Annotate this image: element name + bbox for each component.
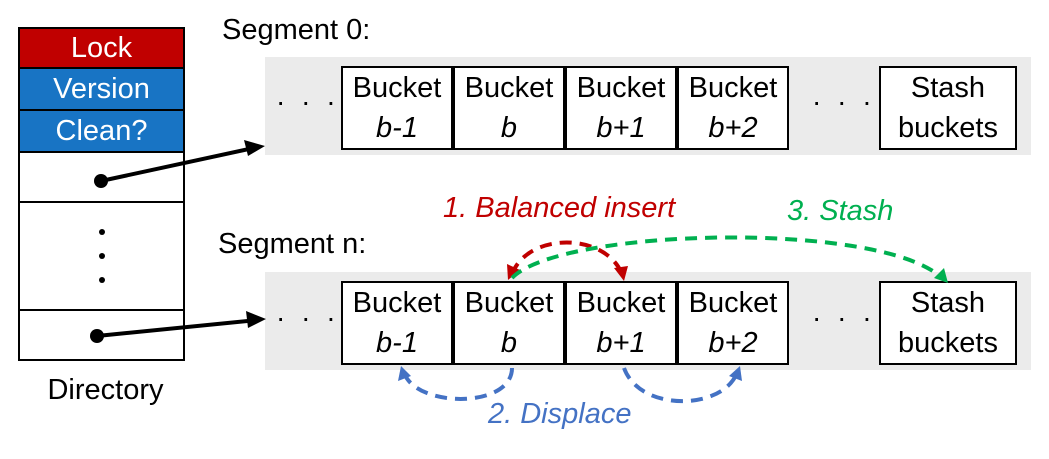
bucket-index: b <box>500 112 518 144</box>
pointer-arrow-segment-0 <box>100 145 259 183</box>
bucket-label: Bucket <box>688 287 778 319</box>
bucket-index: b-1 <box>376 112 418 144</box>
bucket-label: Bucket <box>352 287 442 319</box>
pointer-arrow-segment-n <box>96 318 259 338</box>
directory-lock-field: Lock <box>18 27 185 69</box>
clean-label: Clean? <box>55 114 148 147</box>
directory-label: Directory <box>47 374 164 406</box>
balanced-insert-arrowhead-right <box>614 266 628 281</box>
bucket-label: Bucket <box>688 72 778 104</box>
segment-n-bucket-b+1: Bucket b+1 <box>565 281 677 365</box>
pointer-arrowhead-segment-0 <box>244 140 265 156</box>
directory-entry-0 <box>18 153 185 203</box>
stash-sublabel: buckets <box>898 112 998 144</box>
segment-0-stash-buckets: Stash buckets <box>879 66 1017 150</box>
segment-0-bucket-b+1: Bucket b+1 <box>565 66 677 150</box>
directory-entry-n <box>18 311 185 361</box>
stash-arrowhead <box>934 268 948 283</box>
bucket-index: b+2 <box>708 327 758 359</box>
segment-n-stash-buckets: Stash buckets <box>879 281 1017 365</box>
displace-arrowhead-left <box>398 366 411 381</box>
stash-arrow <box>510 235 944 280</box>
segment-0-ellipsis-right: · · · <box>812 86 876 117</box>
stash-label: Stash <box>910 72 986 104</box>
stash-sublabel: buckets <box>898 327 998 359</box>
stash-label: Stash <box>910 287 986 319</box>
bucket-index: b+2 <box>708 112 758 144</box>
directory-middle-entries <box>18 203 185 311</box>
segment-0-ellipsis-left: · · · <box>276 86 340 117</box>
displace-arrowhead-right <box>729 366 742 381</box>
displace-annotation: 2. Displace <box>488 398 632 430</box>
balanced-insert-arrowhead-left <box>507 264 520 280</box>
bucket-label: Bucket <box>464 72 554 104</box>
displace-arrow-right <box>622 367 738 404</box>
segment-0-bucket-b+2: Bucket b+2 <box>677 66 789 150</box>
segment-n-ellipsis-right: · · · <box>812 302 876 333</box>
bucket-label: Bucket <box>352 72 442 104</box>
version-label: Version <box>53 72 150 105</box>
bucket-label: Bucket <box>576 72 666 104</box>
balanced-insert-arrow <box>510 240 624 275</box>
segment-n-title: Segment n: <box>218 228 367 260</box>
segment-n-bucket-b+2: Bucket b+2 <box>677 281 789 365</box>
stash-annotation: 3. Stash <box>787 195 894 227</box>
bucket-index: b-1 <box>376 327 418 359</box>
segment-0-bucket-b-1: Bucket b-1 <box>341 66 453 150</box>
displace-arrow-left <box>403 367 514 401</box>
segment-0-title: Segment 0: <box>222 14 371 46</box>
segment-n-bucket-b-1: Bucket b-1 <box>341 281 453 365</box>
lock-label: Lock <box>70 31 133 64</box>
directory-version-field: Version <box>18 69 185 111</box>
balanced-insert-annotation: 1. Balanced insert <box>443 192 676 224</box>
bucket-index: b+1 <box>596 327 646 359</box>
segment-n-ellipsis-left: · · · <box>276 302 340 333</box>
bucket-label: Bucket <box>576 287 666 319</box>
bucket-index: b+1 <box>596 112 646 144</box>
directory-clean-field: Clean? <box>18 111 185 153</box>
segment-n-bucket-b: Bucket b <box>453 281 565 365</box>
vertical-ellipsis-icon <box>98 229 105 283</box>
segment-0-bucket-b: Bucket b <box>453 66 565 150</box>
bucket-index: b <box>500 327 518 359</box>
pointer-arrowhead-segment-n <box>246 311 266 328</box>
bucket-label: Bucket <box>464 287 554 319</box>
